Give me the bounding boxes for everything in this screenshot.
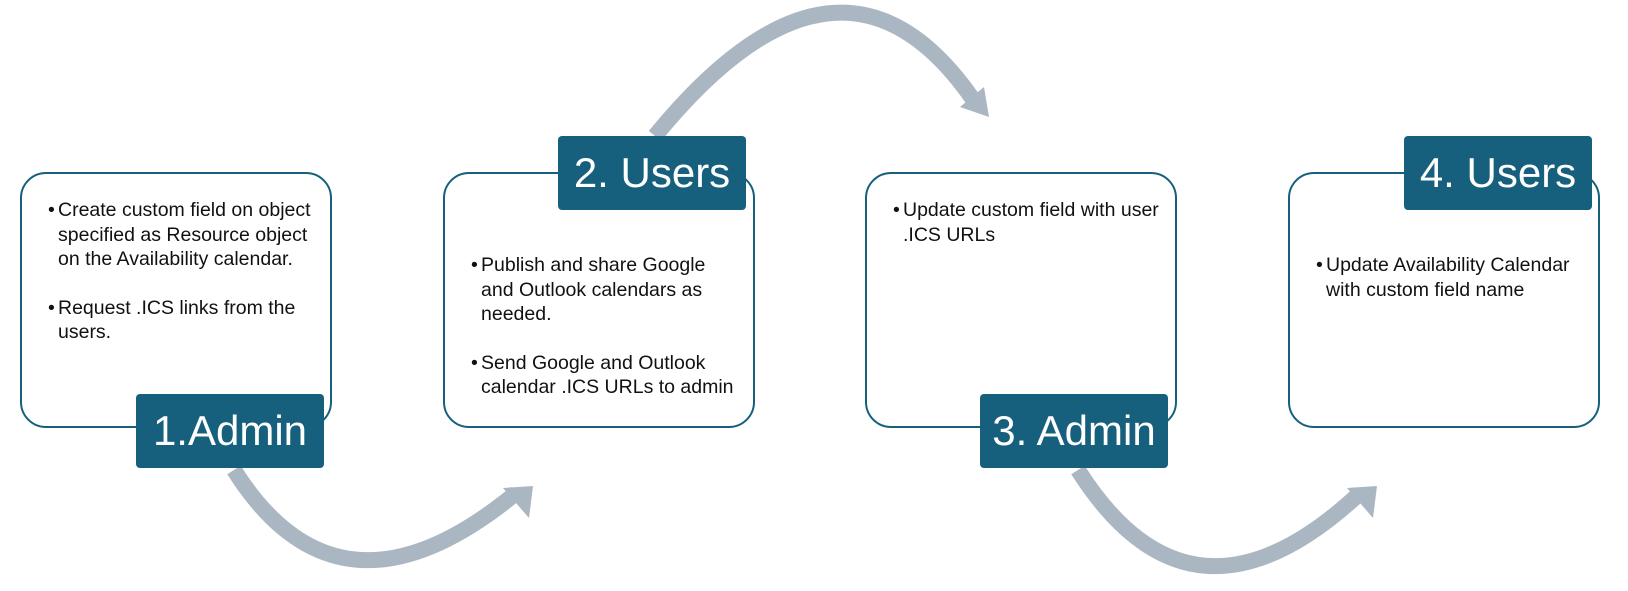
step-2-bullet-1: Publish and share Google and Outlook cal… <box>471 253 737 327</box>
step-4-box: Update Availability Calendar with custom… <box>1288 172 1600 428</box>
step-2-bullets: Publish and share Google and Outlook cal… <box>471 253 737 424</box>
step-1-box: Create custom field on object specified … <box>20 172 332 428</box>
step-2-label: 2. Users <box>558 136 746 210</box>
step-3-bullets: Update custom field with user .ICS URLs <box>893 198 1159 271</box>
step-1-bullet-1: Create custom field on object specified … <box>48 198 314 272</box>
step-4-bullet-1: Update Availability Calendar with custom… <box>1316 253 1582 302</box>
step-2-box: Publish and share Google and Outlook cal… <box>443 172 755 428</box>
flow-arrow-2-to-3 <box>648 4 989 142</box>
step-3-box: Update custom field with user .ICS URLs <box>865 172 1177 428</box>
step-1-bullet-2: Request .ICS links from the users. <box>48 296 314 345</box>
step-4-label: 4. Users <box>1404 136 1592 210</box>
step-2-bullet-2: Send Google and Outlook calendar .ICS UR… <box>471 351 737 400</box>
step-3-bullet-1: Update custom field with user .ICS URLs <box>893 198 1159 247</box>
flow-arrow-1-to-2 <box>227 465 533 569</box>
step-1-label: 1.Admin <box>136 394 324 468</box>
step-1-bullets: Create custom field on object specified … <box>48 198 314 369</box>
step-4-bullets: Update Availability Calendar with custom… <box>1316 253 1582 326</box>
step-3-label: 3. Admin <box>980 394 1168 468</box>
flow-arrow-3-to-4 <box>1071 465 1377 575</box>
